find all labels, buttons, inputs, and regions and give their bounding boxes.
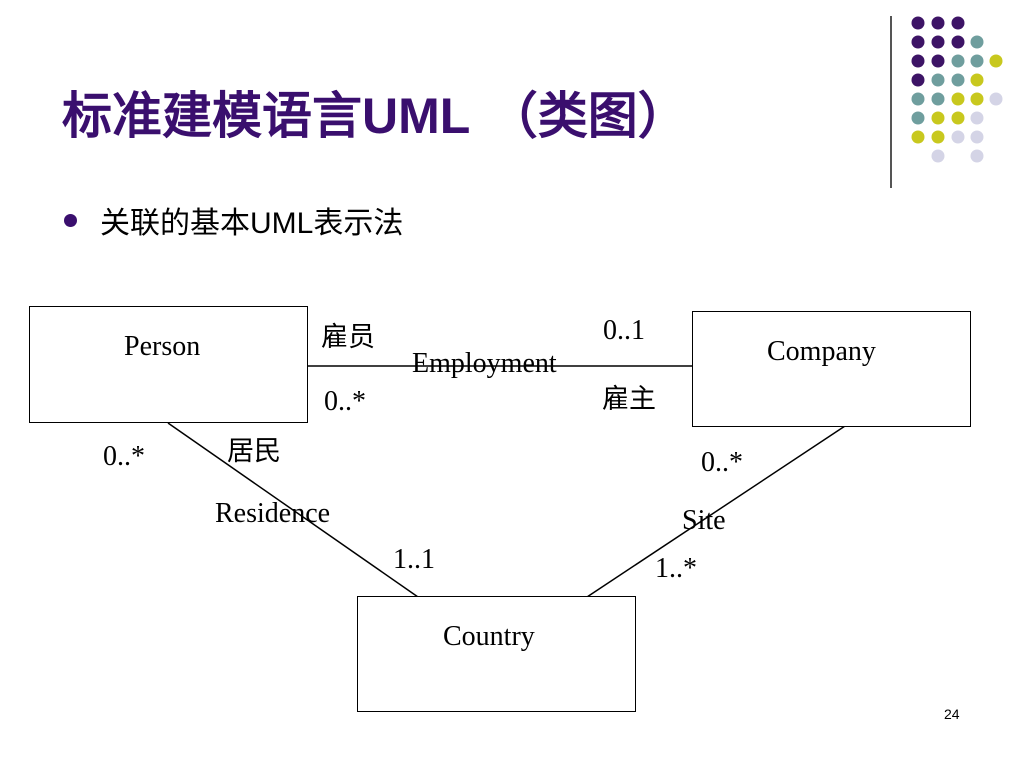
title-latin: UML [362, 88, 471, 144]
residence-line [167, 422, 419, 598]
decor-dot [911, 111, 925, 125]
company-class-box[interactable] [692, 311, 971, 427]
decor-dot [970, 35, 984, 49]
person-class-name: Person [124, 331, 201, 362]
decor-dot [951, 54, 965, 68]
decor-dot [931, 111, 945, 125]
person-class-box[interactable] [29, 306, 308, 423]
site-country-multiplicity: 1..* [655, 553, 697, 584]
decor-dot [951, 130, 965, 144]
decor-dot [931, 149, 945, 163]
decor-dot [970, 73, 984, 87]
dot-grid-group [911, 16, 1003, 163]
employment-person-multiplicity: 0..* [324, 386, 366, 417]
decor-dot [970, 92, 984, 106]
decor-dot [951, 92, 965, 106]
page-number: 24 [944, 706, 960, 722]
bullet-latin: UML [250, 207, 314, 240]
site-line [586, 425, 846, 598]
decor-dot [911, 35, 925, 49]
residence-name: Residence [215, 498, 331, 529]
decorative-dot-grid [911, 16, 1003, 163]
decor-dot [989, 92, 1003, 106]
employment-person-role: 雇员 [321, 322, 375, 353]
title-suffix: （类图） [470, 87, 688, 145]
decor-dot [931, 73, 945, 87]
employment-company-multiplicity: 0..1 [603, 315, 645, 346]
decor-dot [989, 54, 1003, 68]
title-prefix: 标准建模语言 [62, 87, 362, 145]
company-class-name: Company [767, 336, 876, 367]
decor-dot [951, 111, 965, 125]
residence-person-multiplicity: 0..* [103, 441, 145, 472]
header-divider-line [890, 16, 892, 188]
decor-dot [931, 54, 945, 68]
bullet-suffix: 表示法 [313, 206, 404, 241]
decor-dot [911, 73, 925, 87]
bullet-marker [64, 214, 77, 227]
decor-dot [970, 149, 984, 163]
country-class-box[interactable] [357, 596, 636, 712]
decor-dot [951, 73, 965, 87]
decor-dot [911, 54, 925, 68]
residence-country-multiplicity: 1..1 [393, 544, 435, 575]
decor-dot [931, 35, 945, 49]
decor-dot [911, 130, 925, 144]
decor-dot [970, 54, 984, 68]
decor-dot [951, 16, 965, 30]
site-company-multiplicity: 0..* [701, 447, 743, 478]
slide-title: 标准建模语言UML （类图） [62, 86, 688, 146]
employment-company-role: 雇主 [602, 384, 656, 415]
employment-name: Employment [412, 348, 557, 379]
decor-dot [931, 130, 945, 144]
decor-dot [931, 92, 945, 106]
decor-dot [911, 92, 925, 106]
decor-dot [970, 130, 984, 144]
bullet-prefix: 关联的基本 [100, 206, 250, 241]
residence-person-role: 居民 [227, 436, 281, 467]
bullet-text: 关联的基本UML表示法 [100, 198, 403, 242]
decor-dot [911, 16, 925, 30]
site-name: Site [682, 505, 726, 536]
decor-dot [951, 35, 965, 49]
decor-dot [970, 111, 984, 125]
decor-dot [931, 16, 945, 30]
country-class-name: Country [443, 621, 535, 652]
